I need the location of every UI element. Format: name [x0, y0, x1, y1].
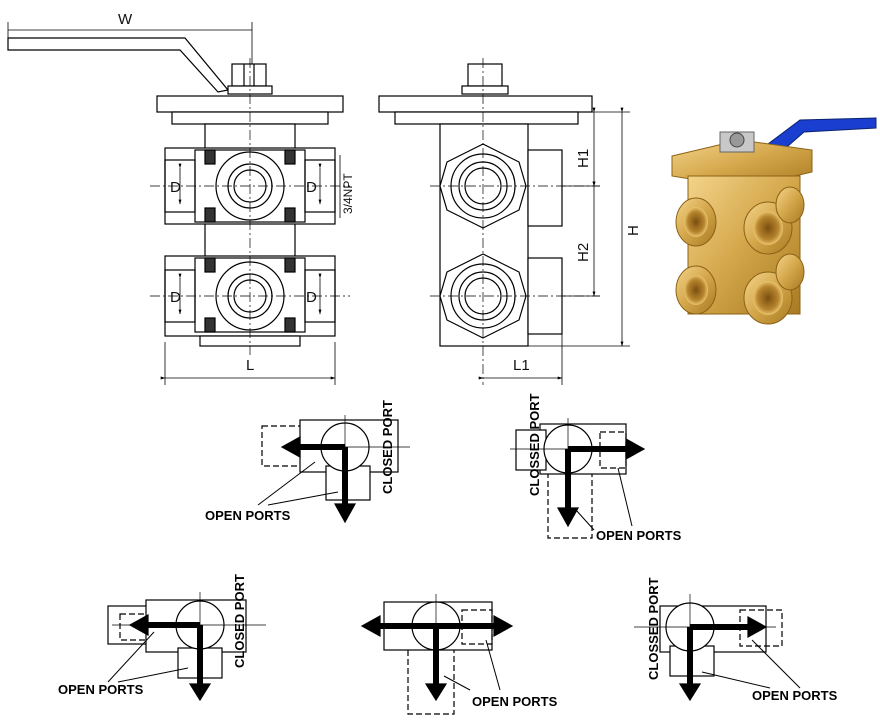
- flow-diagram-1: [257, 415, 410, 524]
- flow-diagram-5: [634, 594, 801, 702]
- open-ports-label: OPEN PORTS: [596, 528, 682, 543]
- closed-port-label: CLOSED PORT: [380, 400, 395, 494]
- dim-d-label: D: [306, 289, 317, 306]
- open-ports-label: OPEN PORTS: [472, 694, 558, 709]
- clossed-port-label: CLOSSED PORT: [646, 577, 661, 680]
- closed-port-label: CLOSED PORT: [232, 574, 247, 668]
- dim-d-label: D: [170, 289, 181, 306]
- front-view: [7, 22, 350, 385]
- dim-l1-label: L1: [513, 357, 530, 374]
- dim-w-label: W: [118, 11, 133, 28]
- dim-l-label: L: [246, 357, 254, 374]
- open-ports-label: OPEN PORTS: [205, 508, 291, 523]
- dim-h1-label: H1: [575, 149, 592, 168]
- dim-h2-label: H2: [575, 243, 592, 262]
- product-photo: [671, 117, 877, 325]
- dim-d-label: D: [306, 179, 317, 196]
- open-ports-label: OPEN PORTS: [58, 682, 144, 697]
- flow-diagram-4: [360, 594, 514, 715]
- side-view: [378, 58, 630, 385]
- npt-label: 3/4NPT: [341, 173, 355, 214]
- flow-diagram-2: [510, 418, 646, 539]
- dim-d-label: D: [170, 179, 181, 196]
- open-ports-label: OPEN PORTS: [752, 688, 838, 703]
- dim-h-label: H: [625, 225, 642, 236]
- flow-diagram-3: [107, 592, 266, 702]
- clossed-port-label: CLOSSED PORT: [527, 393, 542, 496]
